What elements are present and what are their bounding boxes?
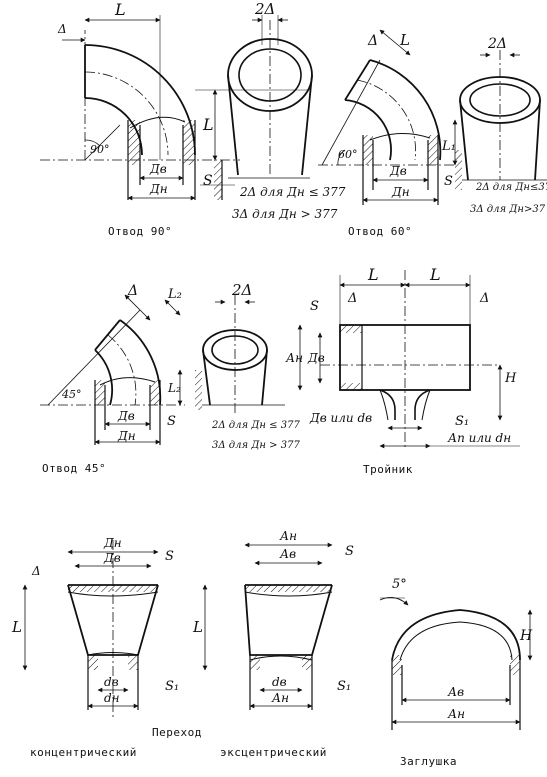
label-height: H bbox=[504, 371, 517, 386]
label-wall-s: S bbox=[165, 549, 174, 564]
label-wall-s: S bbox=[444, 174, 453, 189]
label-dv: Дв bbox=[117, 409, 135, 423]
label-length-vertical: L bbox=[202, 115, 214, 134]
label-an-or-dn: Ап или dн bbox=[447, 431, 511, 445]
label-two-delta: 2Δ bbox=[231, 281, 252, 299]
label-dv-small: dв bbox=[104, 675, 119, 689]
label-dn: Дн bbox=[391, 185, 410, 199]
note-wall-small: 2Δ для Дн ≤ 377 bbox=[211, 420, 300, 431]
caption-tee: Тройник bbox=[363, 463, 413, 476]
label-av: Ав bbox=[447, 685, 464, 699]
label-wall-s: S bbox=[310, 299, 319, 314]
label-length: L bbox=[429, 265, 441, 284]
label-delta: Δ bbox=[127, 283, 138, 299]
label-av: Ав bbox=[279, 547, 296, 561]
note-wall-small: 2Δ для Дн ≤ 377 bbox=[239, 185, 346, 199]
label-length-vertical: L₂ bbox=[167, 381, 181, 395]
label-length: L bbox=[367, 265, 379, 284]
note-wall-large: 3Δ для Дн > 377 bbox=[232, 207, 338, 221]
elbow-45-side-view bbox=[195, 295, 285, 415]
label-dv-or-dv: Дв или dв bbox=[309, 411, 372, 425]
elbow-90-drawing bbox=[40, 15, 310, 201]
label-wall-s1: S₁ bbox=[337, 679, 351, 694]
label-two-delta: 2Δ bbox=[254, 0, 275, 18]
label-wall-s1: S₁ bbox=[455, 414, 469, 429]
label-angle-90: 90° bbox=[90, 143, 110, 156]
label-an-bottom: Ан bbox=[271, 691, 289, 705]
label-dv: Дв bbox=[389, 164, 407, 178]
elbow-45-inner-arc bbox=[94, 349, 113, 406]
tee-drawing bbox=[297, 270, 520, 450]
label-delta: Δ bbox=[347, 291, 357, 306]
label-length: L₂ bbox=[167, 287, 182, 302]
label-wall-s: S bbox=[167, 414, 176, 429]
label-an: Ан bbox=[279, 529, 297, 543]
caption-elbow-45: Отвод 45° bbox=[42, 462, 107, 475]
caption-cap: Заглушка bbox=[400, 755, 457, 768]
elbow-45-drawing bbox=[40, 294, 185, 445]
label-an: Ан bbox=[447, 707, 465, 721]
elbow-90-side-view bbox=[214, 15, 313, 200]
caption-elbow-90: Отвод 90° bbox=[108, 225, 173, 238]
elbow-90-inner-arc bbox=[84, 97, 143, 156]
label-length-vertical: L bbox=[192, 618, 203, 636]
label-length-vertical: L₁ bbox=[441, 139, 456, 154]
label-length: L bbox=[114, 0, 126, 19]
label-delta: Δ bbox=[31, 564, 41, 578]
label-length-vertical: L bbox=[11, 618, 22, 636]
label-angle-5: 5° bbox=[392, 577, 407, 592]
reducer-concentric-drawing bbox=[22, 540, 159, 720]
label-angle-60: 60° bbox=[338, 148, 358, 161]
label-delta: Δ bbox=[57, 22, 67, 36]
label-length: L bbox=[399, 31, 410, 49]
label-an: Ан bbox=[285, 351, 303, 365]
elbow-60-drawing bbox=[318, 29, 458, 205]
elbow-60-outer-arc bbox=[369, 59, 442, 161]
elbow-60-inner-arc bbox=[344, 99, 392, 161]
elbow-60-side-view bbox=[455, 50, 547, 190]
label-angle-45: 45° bbox=[61, 388, 82, 401]
label-wall-s: S bbox=[345, 544, 354, 559]
caption-reducer-concentric: концентрический bbox=[30, 746, 137, 759]
label-wall-s1: S₁ bbox=[165, 679, 179, 694]
cap-drawing bbox=[379, 597, 533, 730]
label-dn: Дн bbox=[149, 182, 168, 196]
label-dn: Дн bbox=[103, 536, 122, 550]
label-delta: Δ bbox=[367, 33, 378, 49]
reducer-eccentric-drawing bbox=[202, 542, 333, 710]
label-dv-small: dв bbox=[272, 675, 287, 689]
label-two-delta: 2Δ bbox=[487, 36, 507, 52]
label-wall-s: S bbox=[203, 173, 213, 189]
caption-reducer: Переход bbox=[152, 726, 202, 739]
label-delta: Δ bbox=[479, 291, 489, 306]
caption-reducer-eccentric: эксцентрический bbox=[220, 746, 327, 759]
label-dv: Дв bbox=[103, 551, 121, 565]
label-dv: Дв bbox=[149, 162, 167, 176]
caption-elbow-60: Отвод 60° bbox=[348, 225, 413, 238]
label-height: H bbox=[519, 628, 533, 644]
label-dn: Дн bbox=[117, 429, 136, 443]
label-av: Дв bbox=[307, 351, 325, 365]
note-wall-large: 3Δ для Дн>37 bbox=[470, 204, 546, 215]
note-wall-small: 2Δ для Дн≤37 bbox=[475, 182, 547, 193]
note-wall-large: 3Δ для Дн > 377 bbox=[212, 440, 300, 451]
label-dn-small: dн bbox=[104, 691, 120, 705]
